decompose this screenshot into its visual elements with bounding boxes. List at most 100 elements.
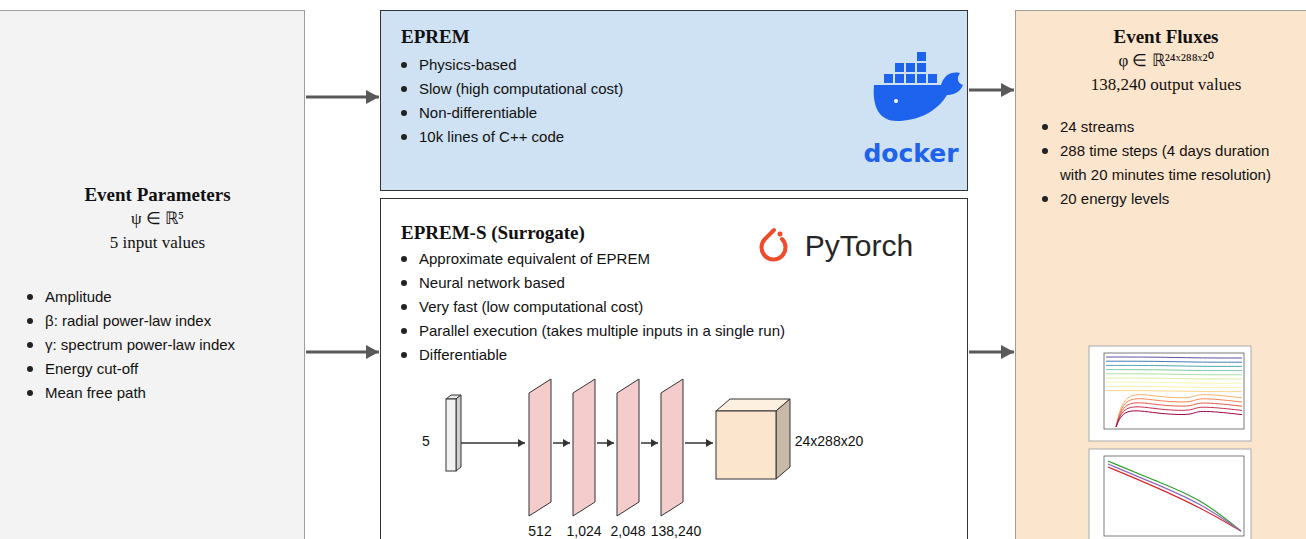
layer-arrow [685,442,713,444]
bullet-item: Mean free path [27,381,288,405]
flux-curve [1106,391,1242,392]
bullet-text: Differentiable [419,343,507,367]
box-subheading: 5 input values [27,231,288,255]
dense-layer [529,379,551,516]
flux-curve [1106,370,1242,371]
bullet-dot [401,62,407,68]
output-panel: Event Fluxesφ ∈ ℝ²⁴ˣ²⁸⁸ˣ²⁰138,240 output… [1015,10,1306,539]
bullet-item: Neural network based [401,271,947,295]
bullet-dot [401,280,407,286]
bullet-item: γ: spectrum power-law index [27,333,288,357]
flow-arrow [969,351,1014,354]
flux-curve [1116,395,1242,427]
spectrum-curve [1108,461,1241,531]
box-heading: Event Fluxes [1042,25,1290,49]
container-block [884,74,893,83]
bullet-list: Amplitudeβ: radial power-law indexγ: spe… [27,285,288,405]
layer-size: 2,048 [610,523,645,539]
flux-curve [1116,411,1242,427]
bullet-text: Very fast (low computational cost) [419,295,643,319]
bullet-text: Mean free path [45,381,146,405]
bullet-dot [27,390,33,396]
whale-body [874,73,963,122]
logo-text: PyTorch [805,229,913,263]
bullet-text: Neural network based [419,271,565,295]
layer-size: 1,024 [566,523,601,539]
input-vector [446,399,456,471]
bullet-list: 24 streams288 time steps (4 days duratio… [1042,115,1290,211]
pytorch-dot [778,232,783,237]
flux-curve [1116,407,1242,427]
bullet-text: γ: spectrum power-law index [45,333,235,357]
pytorch-flame [762,230,786,259]
plot-axes [1104,353,1244,429]
flux-curve [1106,378,1242,379]
bullet-text: 10k lines of C++ code [419,125,564,149]
dense-layer [573,379,595,516]
bullet-dot [1042,148,1048,154]
bullet-text: 20 energy levels [1060,187,1169,211]
bullet-text: 24 streams [1060,115,1134,139]
layer-arrow [641,442,658,444]
layer-arrow [553,442,570,444]
bullet-dot [27,294,33,300]
flux-curve [1106,374,1242,375]
box-subheading: φ ∈ ℝ²⁴ˣ²⁸⁸ˣ²⁰ [1042,49,1290,73]
output-shape: 24x288x20 [795,433,864,449]
container-block [895,63,904,72]
container-block [895,74,904,83]
bullet-dot [401,86,407,92]
bullet-text: Amplitude [45,285,112,309]
bullet-text: Parallel execution (takes multiple input… [419,319,785,343]
bullet-text: β: radial power-law index [45,309,211,333]
bullet-item: Non-differentiable [401,101,947,125]
bullet-dot [401,110,407,116]
bullet-item: Differentiable [401,343,947,367]
layer-size: 512 [528,523,551,539]
container-block [917,74,926,83]
layer-size: 138,240 [651,523,702,539]
bullet-dot [401,256,407,262]
input-vector-side [456,395,461,471]
bullet-item: 24 streams [1042,115,1290,139]
bullet-dot [401,328,407,334]
container-block [917,63,926,72]
bullet-dot [401,134,407,140]
bullet-dot [27,318,33,324]
cube-front [716,411,776,479]
spectrum-curve [1108,467,1241,531]
bullet-item: 20 energy levels [1042,187,1290,211]
bullet-list: Approximate equivalent of EPREMNeural ne… [401,247,947,367]
bullet-item: 288 time steps (4 days duration with 20 … [1042,139,1290,187]
plot-axes [1104,456,1244,536]
bullet-text: 288 time steps (4 days duration with 20 … [1060,139,1290,187]
bullet-dot [27,342,33,348]
flow-arrow [306,351,379,354]
bullet-item: Very fast (low computational cost) [401,295,947,319]
flux-curve [1106,382,1242,383]
flux-curve [1106,361,1242,362]
flow-arrow [969,89,1014,92]
box-heading: Event Parameters [27,183,288,207]
bullet-dot [1042,124,1048,130]
bullet-item: β: radial power-law index [27,309,288,333]
bullet-text: Non-differentiable [419,101,537,125]
box-subheading: 138,240 output values [1042,73,1290,97]
dense-layer [661,379,683,516]
bullet-text: Energy cut-off [45,357,138,381]
bullet-text: Physics-based [419,53,517,77]
bullet-dot [401,304,407,310]
cube-side [776,399,790,479]
bullet-list: Physics-basedSlow (high computational co… [401,53,947,149]
box-heading: EPREM [401,25,947,49]
container-block [917,52,926,61]
flux-curve [1106,357,1242,358]
bullet-text: Approximate equivalent of EPREM [419,247,650,271]
flux-curve [1106,365,1242,366]
bullet-item: Slow (high computational cost) [401,77,947,101]
bullet-dot [401,352,407,358]
spectrum-curve [1108,464,1241,531]
bullet-dot [1042,196,1048,202]
flow-arrow [306,96,379,99]
bullet-item: Energy cut-off [27,357,288,381]
